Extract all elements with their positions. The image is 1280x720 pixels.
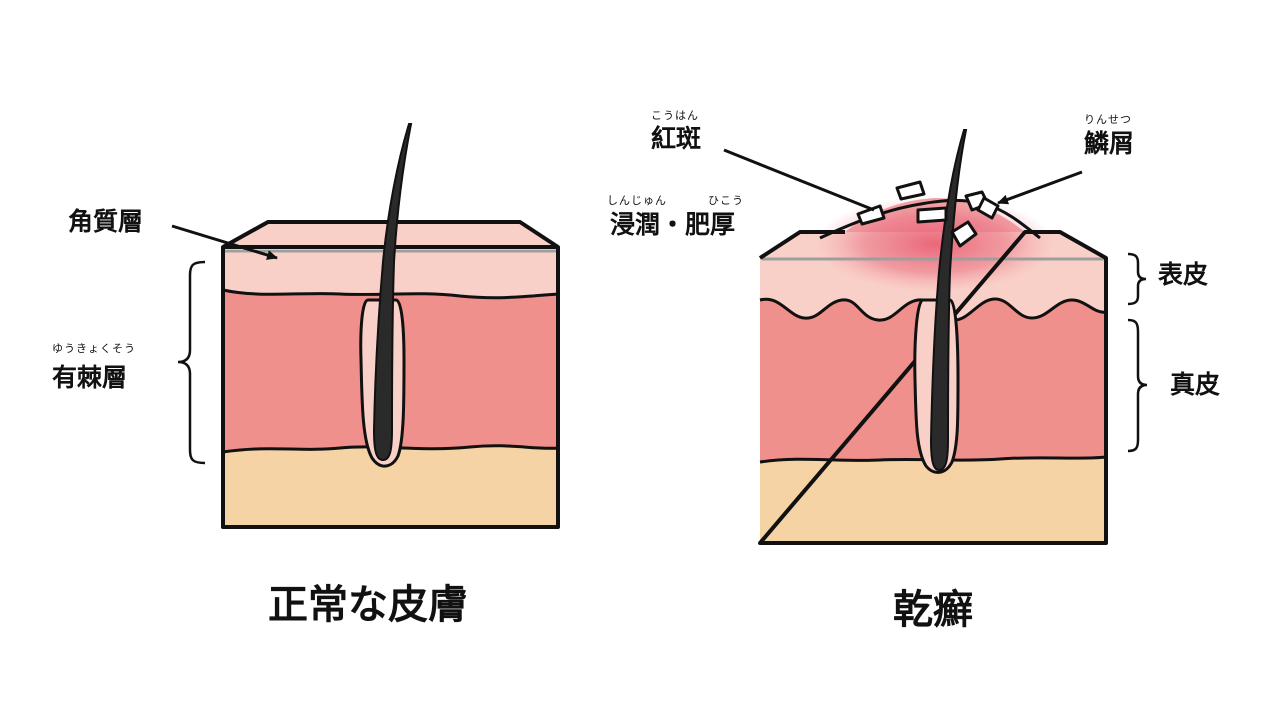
label-dermis: 真皮 xyxy=(1170,370,1221,399)
bracket-icon xyxy=(1127,252,1147,306)
title-psoriasis: 乾癬 xyxy=(893,587,973,633)
reading-erythema: こうはん xyxy=(651,109,699,122)
normal-subcutis-layer xyxy=(223,445,558,527)
arrow-icon xyxy=(723,148,875,212)
reading-scales: りんせつ xyxy=(1084,113,1132,126)
label-scales: 鱗屑 xyxy=(1084,129,1135,158)
bracket-icon xyxy=(177,260,206,465)
hair-icon xyxy=(929,129,968,472)
reading-infiltration: しんじゅん xyxy=(607,194,667,207)
psoriasis-subcutis-layer xyxy=(760,457,1106,543)
label-stratum-corneum: 角質層 xyxy=(68,207,144,236)
normal-skin-block xyxy=(221,123,560,529)
reading-spinous-layer: ゆうきょくそう xyxy=(52,342,136,355)
label-spinous-layer: 有棘層 xyxy=(52,363,128,392)
bracket-icon xyxy=(1127,318,1148,453)
psoriasis-skin-block xyxy=(758,129,1108,545)
arrow-icon xyxy=(997,170,1083,205)
hair-icon xyxy=(372,123,413,462)
normal-boundary-upper xyxy=(222,288,559,300)
reading-thickening: ひこう xyxy=(708,194,744,207)
arrow-icon xyxy=(171,224,278,260)
label-epidermis: 表皮 xyxy=(1158,260,1209,289)
label-erythema: 紅斑 xyxy=(651,124,702,153)
title-normal-skin: 正常な皮膚 xyxy=(268,582,468,628)
label-infiltration-thickening: 浸潤・肥厚 xyxy=(610,210,736,239)
